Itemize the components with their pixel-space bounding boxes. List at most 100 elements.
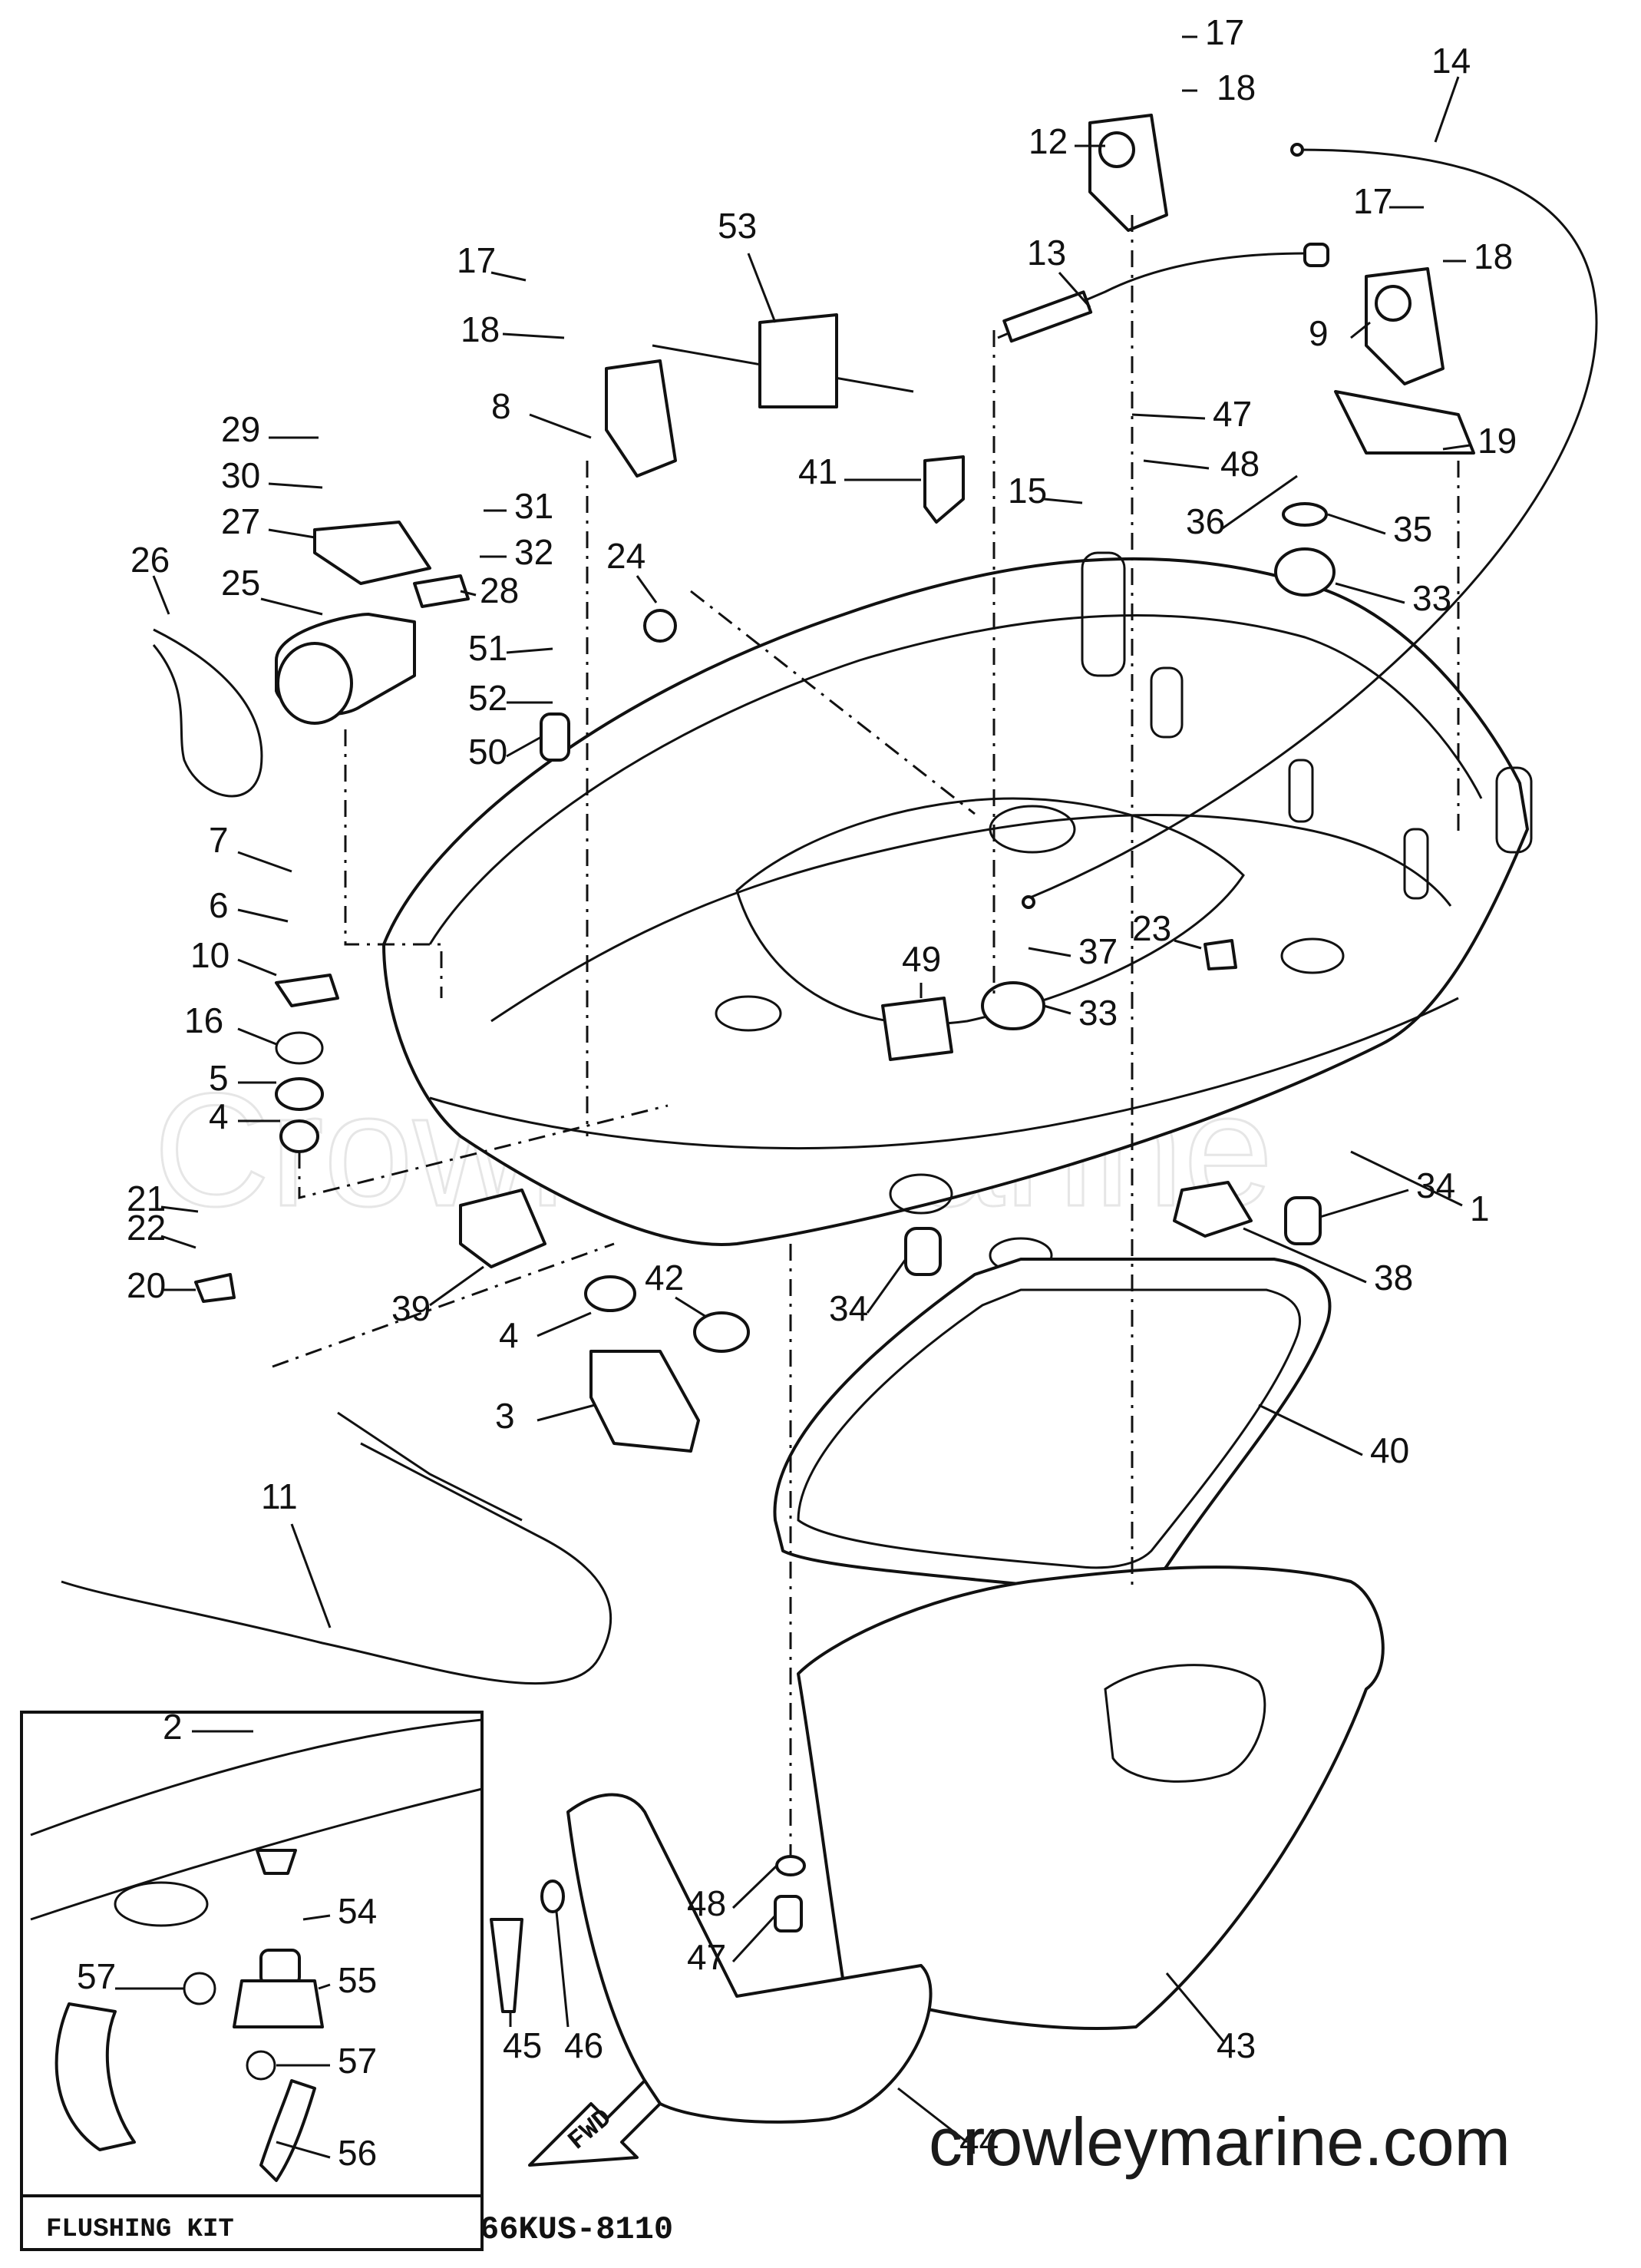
callout-number: 15: [1008, 471, 1047, 511]
callout-leader-line: [1335, 582, 1405, 604]
callout-number: 44: [959, 2121, 999, 2161]
callout-number: 54: [338, 1891, 377, 1931]
callout-leader-line: [1174, 939, 1202, 950]
callout-leader-line: [537, 1403, 596, 1422]
callout-number: 4: [209, 1096, 229, 1136]
callout-number: 48: [1220, 444, 1260, 484]
callout-leader-line: [318, 1983, 331, 1990]
callout-number: 51: [468, 628, 507, 668]
callout-leader-line: [747, 253, 777, 323]
callout-leader-line: [1143, 459, 1210, 470]
callout-leader-line: [506, 736, 542, 758]
callout-number: 34: [829, 1288, 868, 1328]
callout-number: 56: [338, 2133, 377, 2173]
callout-leader-line: [866, 1258, 907, 1314]
callout-number: 42: [645, 1258, 684, 1298]
callout-leader-line: [1165, 1972, 1226, 2043]
callout-number: 2: [163, 1707, 183, 1747]
callout-leader-line: [160, 1205, 199, 1213]
diagram-code: 66KUS-8110: [480, 2211, 673, 2248]
callout-leader-line: [529, 413, 592, 439]
callout-leader-line: [897, 2087, 968, 2144]
callout-leader-line: [502, 332, 565, 339]
callout-leader-line: [1442, 444, 1471, 451]
apron-starboard[interactable]: [797, 1565, 1385, 2030]
callout-number: 47: [1213, 394, 1252, 434]
callout-number: 52: [468, 678, 507, 718]
callout-leader-line: [537, 1311, 592, 1337]
callout-leader-line: [490, 271, 527, 282]
callout-number: 22: [127, 1208, 166, 1248]
callout-leader-line: [1258, 1403, 1363, 1456]
callout-number: 40: [1370, 1430, 1409, 1470]
callout-number: 7: [209, 820, 229, 860]
callout-leaders: [115, 35, 1471, 2159]
callout-number: 5: [209, 1058, 229, 1098]
callout-number: 17: [457, 240, 496, 280]
callout-leader-line: [1243, 1227, 1367, 1284]
callout-number: 6: [209, 885, 229, 925]
flushing-kit-title: FLUSHING KIT: [46, 2215, 234, 2244]
callout-number: 18: [461, 309, 500, 349]
callout-leader-line: [152, 575, 170, 615]
callout-number: 24: [606, 536, 646, 576]
callout-leader-line: [302, 1914, 331, 1921]
callout-leader-line: [675, 1296, 707, 1318]
callout-numbers: 1234456789101112131415161717171818181920…: [77, 12, 1517, 2173]
callout-number: 17: [1353, 181, 1392, 221]
callout-number: 55: [338, 1960, 377, 2000]
callout-number: 37: [1078, 931, 1118, 971]
callout-leader-line: [260, 597, 323, 616]
callout-number: 18: [1217, 68, 1256, 107]
callout-number: 3: [495, 1396, 515, 1436]
callout-number: 1: [1470, 1189, 1490, 1228]
callout-number: 57: [77, 1956, 116, 1996]
bottom-cowling-seal[interactable]: [773, 1258, 1332, 1594]
callout-number: 48: [687, 1883, 726, 1923]
callout-leader-line: [237, 958, 277, 977]
callout-leader-line: [1058, 272, 1091, 308]
callout-number: 36: [1186, 501, 1225, 541]
callout-leader-line: [1220, 474, 1298, 531]
site-footer: crowleymarine.com: [929, 2104, 1511, 2180]
callout-number: 47: [687, 1937, 726, 1977]
callout-number: 8: [491, 386, 511, 426]
callout-leader-line: [731, 1914, 777, 1963]
callout-leader-line: [506, 647, 553, 654]
callout-leader-line: [1319, 1189, 1409, 1218]
callout-leader-line: [1028, 947, 1071, 957]
callout-leader-line: [160, 1235, 196, 1249]
forward-direction-arrow: FWD: [528, 2079, 662, 2167]
callout-number: 50: [468, 732, 507, 772]
bottom-cowling[interactable]: [382, 551, 1533, 1274]
callout-leader-line: [1350, 1150, 1463, 1207]
callout-leader-line: [290, 1523, 332, 1628]
flushing-kit-panel: FLUSHING KIT: [20, 1711, 484, 2251]
callout-number: 13: [1027, 233, 1066, 273]
callout-number: 4: [499, 1315, 519, 1355]
callout-number: 10: [190, 935, 229, 975]
callout-leader-line: [731, 1864, 778, 1909]
callout-number: 12: [1029, 121, 1068, 161]
callout-number: 14: [1431, 41, 1471, 81]
callout-leader-line: [237, 851, 292, 873]
callout-number: 28: [480, 570, 519, 610]
callout-number: 43: [1217, 2025, 1256, 2065]
callout-number: 27: [221, 501, 260, 541]
apron-port[interactable]: [566, 1793, 933, 2124]
callout-number: 39: [391, 1288, 431, 1328]
callout-number: 19: [1478, 421, 1517, 461]
callout-leader-line: [276, 2141, 331, 2159]
callout-number: 25: [221, 563, 260, 603]
callout-leader-line: [1043, 1004, 1071, 1015]
callout-number: 23: [1132, 908, 1171, 948]
callout-number: 45: [503, 2025, 542, 2065]
callout-number: 16: [184, 1000, 223, 1040]
callout-number: 21: [127, 1179, 166, 1218]
callout-number: 20: [127, 1265, 166, 1305]
callout-number: 32: [514, 532, 553, 572]
callout-number: 30: [221, 455, 260, 495]
callout-leader-line: [237, 1027, 277, 1046]
callout-number: 31: [514, 486, 553, 526]
callout-leader-line: [268, 528, 315, 539]
